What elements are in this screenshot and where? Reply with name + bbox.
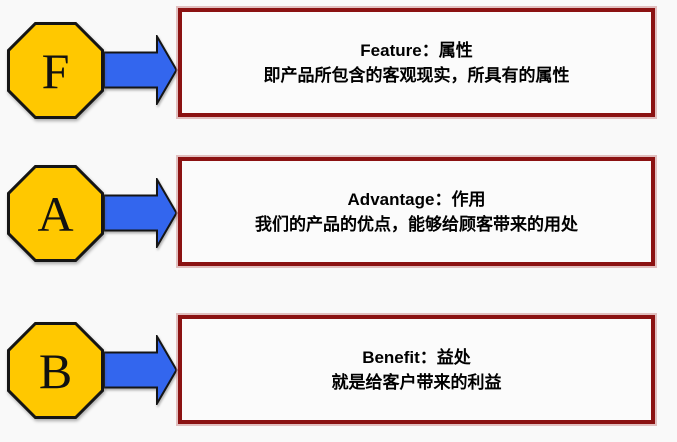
arrow-right-icon [103, 335, 178, 405]
arrow-right-icon [103, 35, 178, 105]
octagon-letter-a: A [37, 186, 73, 242]
feature-heading: Feature：属性 [360, 40, 473, 60]
octagon-shape [7, 165, 104, 262]
advantage-heading: Advantage：作用 [347, 189, 486, 209]
octagon-shape [7, 22, 104, 119]
arrow-shape [103, 178, 178, 248]
octagon-a: A [7, 165, 104, 262]
feature-box: Feature：属性 即产品所包含的客观现实，所具有的属性 [178, 8, 655, 117]
advantage-box: Advantage：作用 我们的产品的优点，能够给顾客带来的用处 [178, 157, 655, 266]
octagon-b: B [7, 322, 104, 419]
benefit-heading: Benefit：益处 [362, 347, 471, 367]
benefit-description: 就是给客户带来的利益 [331, 372, 502, 392]
advantage-description: 我们的产品的优点，能够给顾客带来的用处 [255, 214, 578, 234]
feature-description: 即产品所包含的客观现实，所具有的属性 [263, 65, 570, 85]
octagon-letter-f: F [42, 43, 70, 99]
arrow-shape [103, 35, 178, 105]
benefit-box: Benefit：益处 就是给客户带来的利益 [178, 315, 655, 424]
arrow-shape [103, 335, 178, 405]
arrow-right-icon [103, 178, 178, 248]
octagon-shape [7, 322, 104, 419]
octagon-f: F [7, 22, 104, 119]
octagon-letter-b: B [39, 343, 72, 399]
